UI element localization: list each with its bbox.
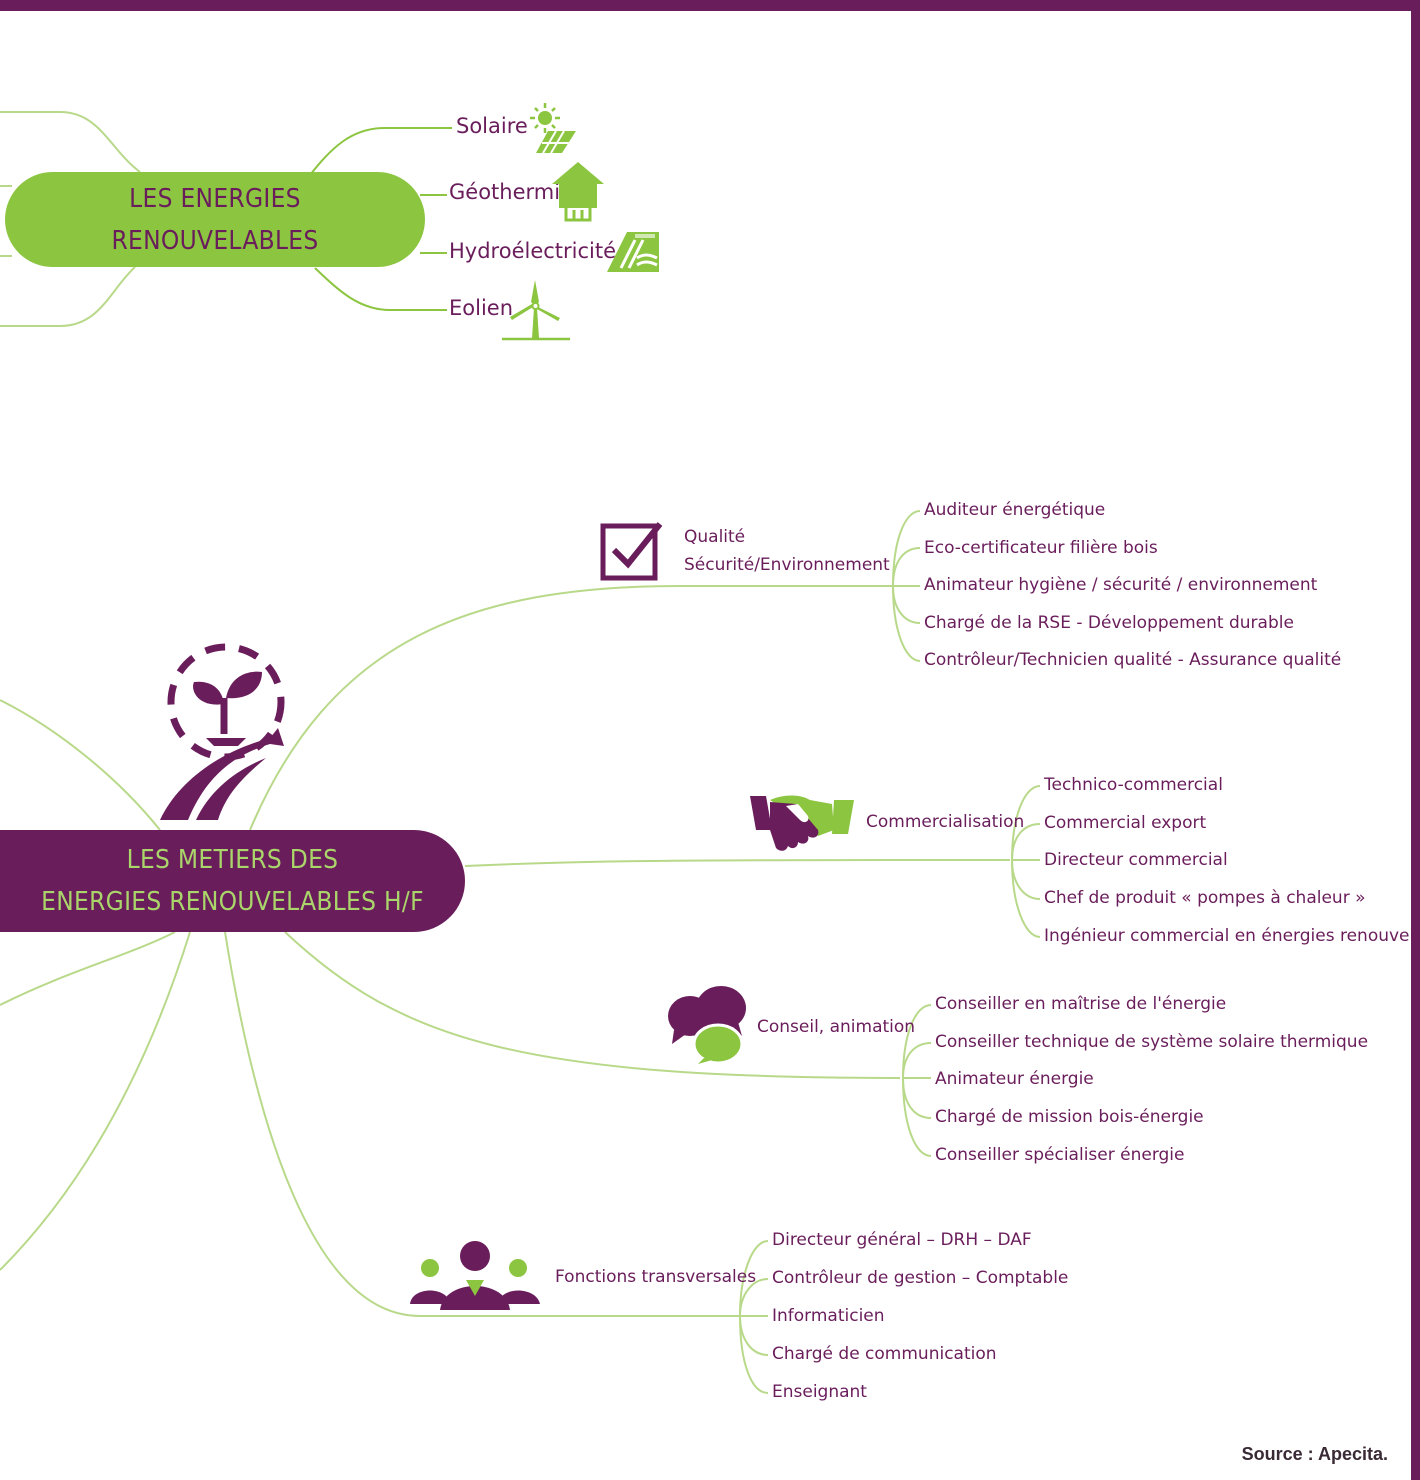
sprout-recycle-icon (160, 643, 285, 820)
energy-label-hydro: Hydroélectricité (449, 239, 617, 263)
job-item: Directeur commercial (1044, 850, 1228, 870)
job-item: Eco-certificateur filière bois (924, 538, 1158, 558)
checkbox-icon (600, 522, 663, 581)
energy-label-solaire: Solaire (456, 114, 528, 138)
node-title-line2: RENOUVELABLES (111, 225, 319, 256)
category-label-quality-line1: Qualité (684, 527, 746, 547)
renewable-jobs-node: LES METIERS DES ENERGIES RENOUVELABLES H… (0, 830, 465, 932)
wind-turbine-icon (502, 280, 570, 341)
job-item: Chargé de la RSE - Développement durable (924, 613, 1294, 633)
job-item: Informaticien (772, 1306, 885, 1326)
renewable-energies-node: LES ENERGIES RENOUVELABLES (5, 172, 425, 267)
job-item: Chargé de mission bois-énergie (935, 1107, 1204, 1127)
job-item: Conseiller spécialiser énergie (935, 1145, 1185, 1165)
people-group-icon (410, 1241, 540, 1310)
job-item: Ingénieur commercial en énergies renouve… (1044, 926, 1420, 946)
job-item: Conseiller en maîtrise de l'énergie (935, 994, 1227, 1014)
job-item: Animateur hygiène / sécurité / environne… (924, 575, 1318, 595)
category-label-commercial: Commercialisation (866, 812, 1025, 832)
job-item: Technico-commercial (1044, 775, 1223, 795)
main-title-line1: LES METIERS DES (126, 845, 339, 875)
job-item: Chargé de communication (772, 1344, 997, 1364)
source-credit: Source : Apecita. (1241, 1444, 1388, 1464)
job-item: Chef de produit « pompes à chaleur » (1044, 888, 1366, 908)
category-label-transversal: Fonctions transversales (555, 1267, 757, 1287)
main-title-line2: ENERGIES RENOUVELABLES H/F (41, 887, 424, 917)
node-title-line1: LES ENERGIES (129, 183, 301, 214)
solar-panel-icon (530, 103, 576, 154)
job-item: Directeur général – DRH – DAF (772, 1230, 1032, 1250)
energy-label-eolien: Eolien (449, 296, 514, 320)
speech-bubbles-icon (668, 986, 746, 1064)
job-item: Auditeur énergétique (924, 500, 1106, 520)
handshake-icon (750, 795, 854, 851)
job-item: Contrôleur de gestion – Comptable (772, 1268, 1069, 1288)
dam-icon (607, 232, 659, 272)
job-item: Enseignant (772, 1382, 867, 1402)
job-item: Contrôleur/Technicien qualité - Assuranc… (924, 650, 1342, 670)
geothermal-house-icon (552, 162, 604, 222)
job-item: Conseiller technique de système solaire … (935, 1032, 1369, 1052)
category-label-advice: Conseil, animation (757, 1017, 916, 1037)
category-label-quality-line2: Sécurité/Environnement (684, 555, 890, 575)
job-item: Commercial export (1044, 813, 1207, 833)
job-item: Animateur énergie (935, 1069, 1094, 1089)
